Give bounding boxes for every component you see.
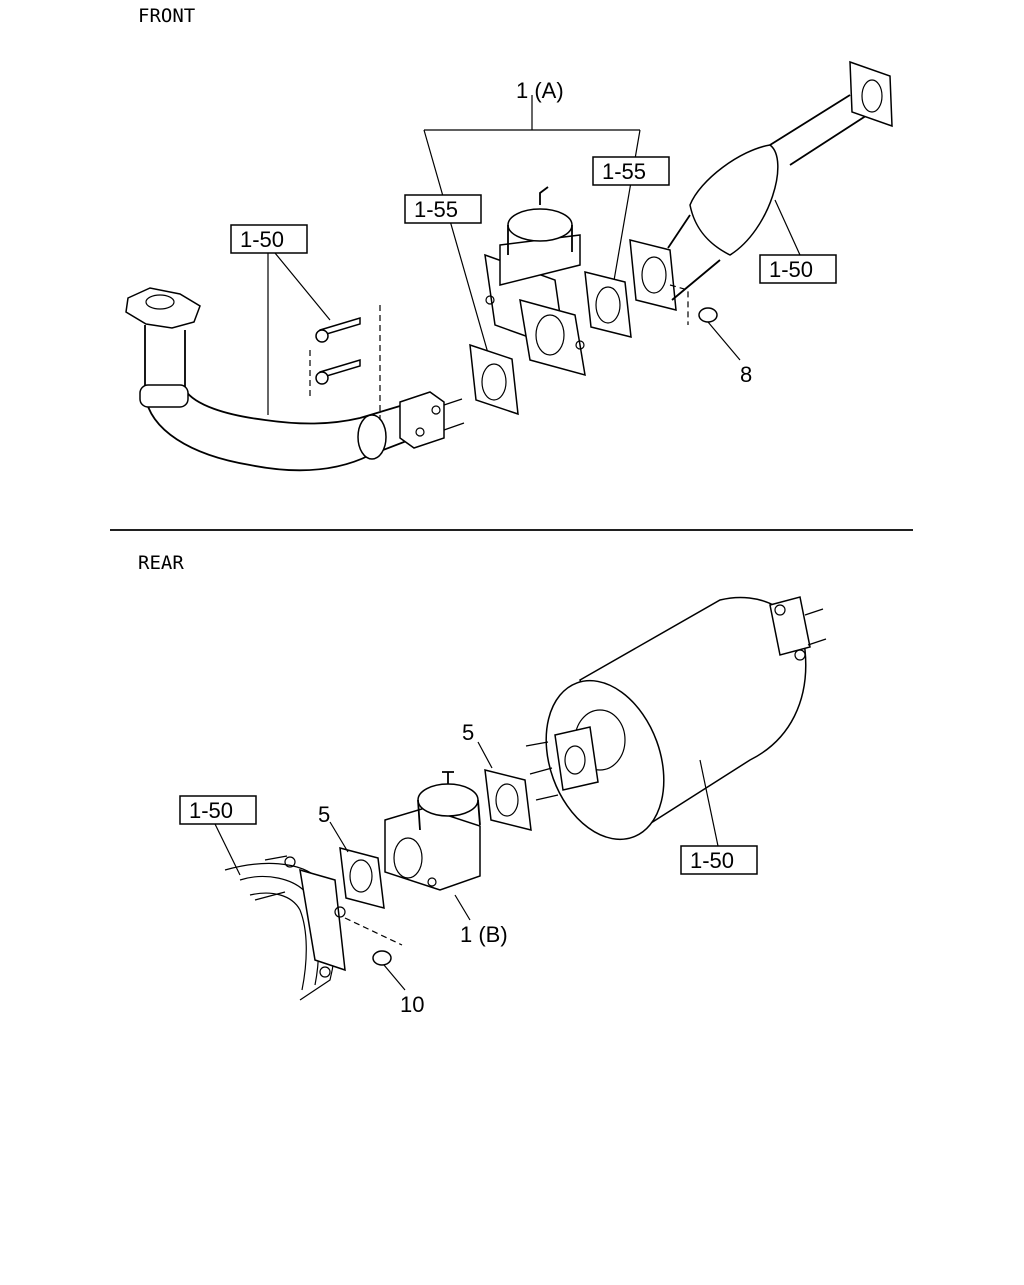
- gasket-front-left: [469, 343, 519, 416]
- gasket-front-right: [584, 271, 632, 338]
- ref-rear-left: 1-50: [189, 798, 233, 823]
- callout-10: 10: [400, 992, 424, 1017]
- muffler: [525, 596, 827, 841]
- callout-8: 8: [740, 362, 752, 387]
- ref-box-1-55-right: [592, 156, 670, 186]
- ref-1-55-left: 1-55: [414, 197, 458, 222]
- ref-box-muffler: [680, 845, 758, 875]
- callout-1a: 1 (A): [516, 78, 564, 103]
- gasket-rear-right: [484, 769, 532, 831]
- ref-front-pipe: 1-50: [240, 227, 284, 252]
- ref-box-rear-left: [179, 795, 257, 825]
- nut-8: [669, 284, 741, 361]
- callout-5-right: 5: [462, 720, 474, 745]
- gasket-rear-left: [339, 846, 385, 910]
- ref-box-converter: [759, 254, 837, 284]
- nut-10: [344, 917, 406, 991]
- callout-1b: 1 (B): [460, 922, 508, 947]
- exhaust-brake-valve-b: [384, 771, 481, 891]
- exhaust-manifold: [224, 855, 346, 1001]
- ref-converter: 1-50: [769, 257, 813, 282]
- section-title-front: FRONT: [138, 5, 195, 27]
- section-title-rear: REAR: [138, 552, 184, 574]
- callout-5-left: 5: [318, 802, 330, 827]
- ref-box-front-pipe: [230, 224, 308, 254]
- ref-box-1-55-left: [404, 194, 482, 224]
- exhaust-brake-valve-a: [484, 186, 586, 377]
- front-exhaust-pipe: [125, 287, 465, 472]
- stud-bolts: [309, 305, 381, 420]
- ref-muffler: 1-50: [690, 848, 734, 873]
- ref-1-55-right: 1-55: [602, 159, 646, 184]
- catalytic-converter: [629, 60, 893, 311]
